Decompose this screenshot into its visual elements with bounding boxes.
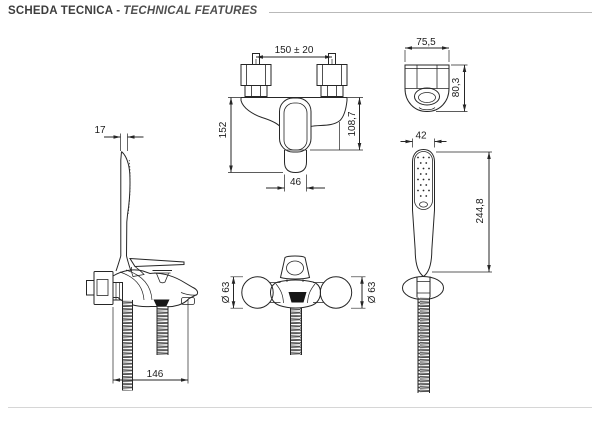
bottom-view-drawing: Ø 63 Ø 63	[221, 255, 378, 355]
handshower-logo-oval	[419, 201, 428, 208]
header-rule	[269, 11, 592, 13]
handshower-drawing: 42 244,8	[400, 131, 492, 393]
dim-label-spout-reach: 146	[147, 369, 164, 380]
sheet-title-english: TECHNICAL FEATURES	[123, 5, 258, 17]
dim-label-body-height: 108,7	[347, 111, 358, 136]
title-separator: -	[116, 5, 121, 17]
top-view-drawing: 75,5 80,3	[404, 37, 468, 113]
dim-label-body-width: 46	[290, 177, 302, 188]
front-view-drawing: 150 ± 20 152 108,7 46	[218, 45, 363, 192]
dim-label-head-thickness: 17	[94, 125, 106, 136]
dim-label-top-depth: 80,3	[451, 77, 462, 97]
dim-label-handshower-length: 244,8	[475, 198, 486, 223]
dim-label-mounting-distance: 150 ± 20	[275, 45, 314, 56]
bottom-rule	[8, 407, 592, 408]
sheet-header: SCHEDA TECNICA - TECHNICAL FEATURES	[8, 5, 592, 17]
dim-label-flange-diameter-right: Ø 63	[367, 281, 378, 303]
dim-label-handshower-width: 42	[415, 131, 427, 142]
dim-label-total-height: 152	[218, 121, 229, 138]
spray-nozzle-dots	[417, 156, 430, 197]
side-view-drawing: 17 146	[86, 125, 199, 391]
dim-label-flange-diameter-left: Ø 63	[221, 281, 232, 303]
sheet-title-italian: SCHEDA TECNICA	[8, 5, 114, 17]
dim-label-top-width: 75,5	[416, 37, 436, 48]
